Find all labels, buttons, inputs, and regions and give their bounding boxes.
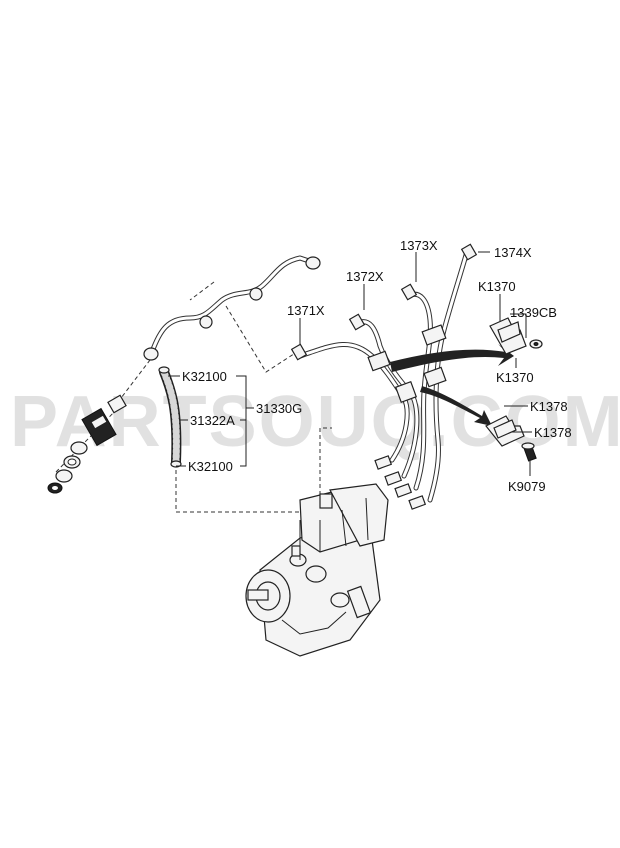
label-k32100-top: K32100 xyxy=(182,369,227,384)
label-1371x: 1371X xyxy=(287,303,325,318)
label-k1378-top: K1378 xyxy=(530,399,568,414)
label-k9079: K9079 xyxy=(508,479,546,494)
label-1374x: 1374X xyxy=(494,245,532,260)
return-pipe-assembly xyxy=(143,255,321,361)
detail-arrows xyxy=(390,344,514,426)
bracket-k1370 xyxy=(489,317,543,355)
right-leaders xyxy=(499,294,532,476)
label-k1370-bottom: K1370 xyxy=(496,370,534,385)
label-k1378-bottom: K1378 xyxy=(534,425,572,440)
banjo-fitting-4 xyxy=(305,256,321,270)
injector-nozzle-group xyxy=(47,394,127,494)
label-1373x: 1373X xyxy=(400,238,438,253)
watermark: PARTSOUQ.COM xyxy=(10,382,620,462)
banjo-fitting-1 xyxy=(143,347,159,361)
banjo-fitting-3 xyxy=(249,287,263,301)
hose-clamp-top xyxy=(158,366,170,374)
label-31322a: 31322A xyxy=(190,413,235,428)
center-leaders xyxy=(299,251,490,344)
injection-pipes xyxy=(290,243,478,510)
label-k32100-bottom: K32100 xyxy=(188,459,233,474)
label-k1370-top: K1370 xyxy=(478,279,516,294)
callout-labels: K32100 31322A 31330G K32100 1371X 1372X … xyxy=(182,238,572,494)
injection-pump xyxy=(245,483,389,657)
label-31330g: 31330G xyxy=(256,401,302,416)
hose-31322a xyxy=(158,366,182,468)
bracket-k1378 xyxy=(485,415,537,462)
label-1339cb: 1339CB xyxy=(510,305,557,320)
label-1372x: 1372X xyxy=(346,269,384,284)
left-leaders xyxy=(168,375,254,467)
banjo-fitting-2 xyxy=(199,315,213,329)
